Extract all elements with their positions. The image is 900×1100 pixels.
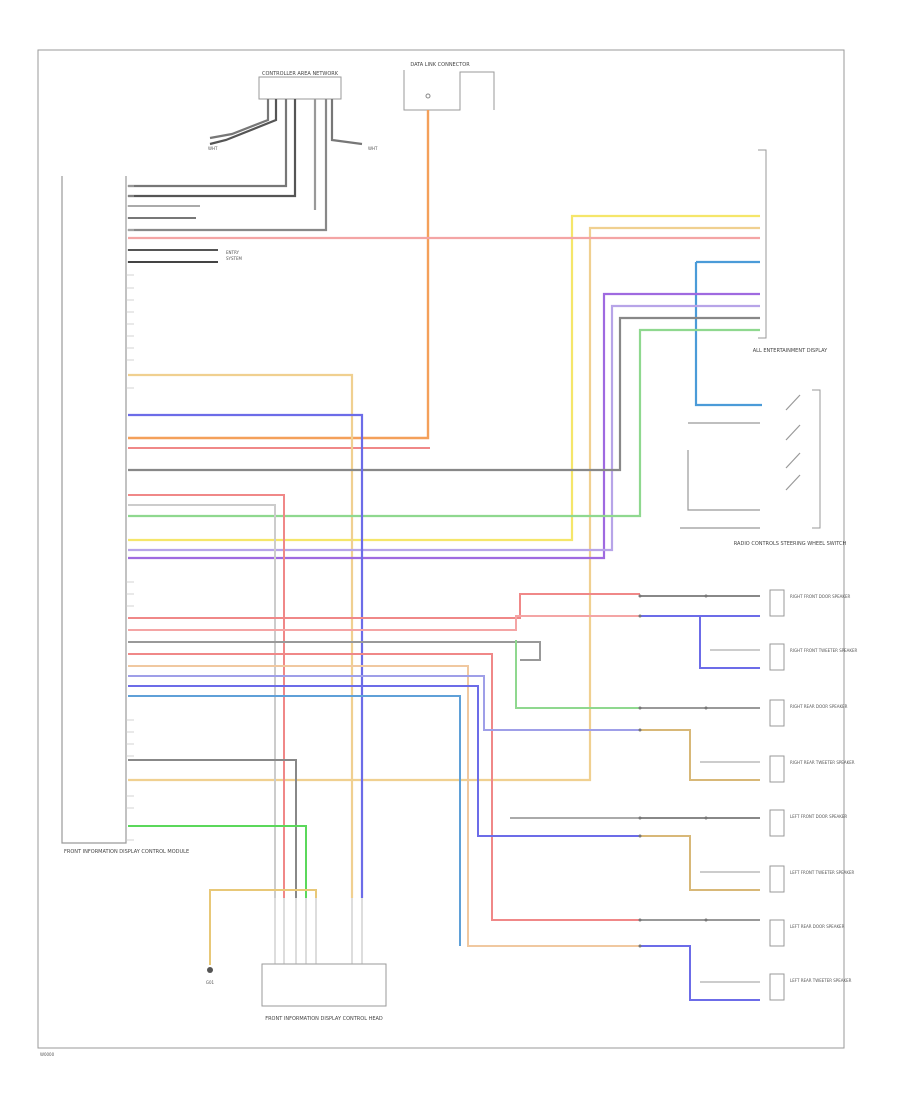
speaker-6-label: LEFT FRONT TWEETER SPEAKER bbox=[790, 870, 854, 875]
steering-switch-label: RADIO CONTROLS STEERING WHEEL SWITCH bbox=[734, 541, 847, 547]
top-right-block bbox=[403, 70, 495, 111]
lower-module-wires bbox=[128, 494, 317, 898]
top-network-wires bbox=[128, 99, 363, 232]
diagram-frame bbox=[37, 49, 845, 1049]
steering-switch-outline bbox=[812, 389, 821, 529]
speaker-4-icon bbox=[769, 755, 785, 783]
connector-dots bbox=[638, 594, 708, 948]
speaker-6-icon bbox=[769, 865, 785, 893]
svg-text:ENTRY: ENTRY bbox=[226, 250, 239, 255]
right-connector-wires bbox=[128, 214, 762, 898]
lower-module-pins bbox=[274, 898, 363, 964]
speaker-1-label: RIGHT FRONT DOOR SPEAKER bbox=[790, 594, 851, 599]
speaker-4-label: RIGHT REAR TWEETER SPEAKER bbox=[790, 760, 855, 765]
switch-wires bbox=[680, 394, 801, 529]
ground-symbol-icon bbox=[207, 967, 213, 973]
front-module-outline bbox=[61, 176, 127, 844]
svg-text:WHT: WHT bbox=[368, 146, 378, 151]
front-module-label: FRONT INFORMATION DISPLAY CONTROL MODULE bbox=[64, 849, 189, 855]
speaker-2-icon bbox=[769, 643, 785, 671]
speaker-7-label: LEFT REAR DOOR SPEAKER bbox=[790, 924, 845, 929]
lower-module-label: FRONT INFORMATION DISPLAY CONTROL HEAD bbox=[265, 1016, 383, 1022]
module-pins bbox=[126, 185, 134, 841]
top-network-block bbox=[258, 76, 342, 100]
upper-left-wires bbox=[128, 205, 218, 263]
top-network-label: CONTROLLER AREA NETWORK bbox=[262, 71, 339, 77]
right-connector-outline bbox=[758, 149, 767, 339]
speaker-7-icon bbox=[769, 919, 785, 947]
lower-module-block bbox=[261, 963, 387, 1007]
svg-text:SYSTEM: SYSTEM bbox=[226, 256, 242, 261]
speaker-symbols bbox=[769, 589, 785, 1001]
speaker-5-label: LEFT FRONT DOOR SPEAKER bbox=[790, 814, 847, 819]
speaker-2-label: RIGHT FRONT TWEETER SPEAKER bbox=[790, 648, 858, 653]
svg-text:WHT: WHT bbox=[208, 146, 218, 151]
right-connector-label: ALL ENTERTAINMENT DISPLAY bbox=[753, 348, 828, 354]
speaker-wires bbox=[128, 593, 640, 947]
speaker-5-icon bbox=[769, 809, 785, 837]
speaker-1-icon bbox=[769, 589, 785, 617]
ground-label: G01 bbox=[206, 980, 215, 985]
wire-orange-main bbox=[128, 110, 430, 440]
top-right-label: DATA LINK CONNECTOR bbox=[410, 62, 470, 68]
footer-code: W0000 bbox=[40, 1052, 55, 1057]
speaker-3-icon bbox=[769, 699, 785, 727]
top-right-node bbox=[425, 93, 431, 99]
speaker-8-label: LEFT REAR TWEETER SPEAKER bbox=[790, 978, 852, 983]
speaker-3-label: RIGHT REAR DOOR SPEAKER bbox=[790, 704, 848, 709]
speaker-8-icon bbox=[769, 973, 785, 1001]
speaker-sections bbox=[640, 595, 760, 1001]
